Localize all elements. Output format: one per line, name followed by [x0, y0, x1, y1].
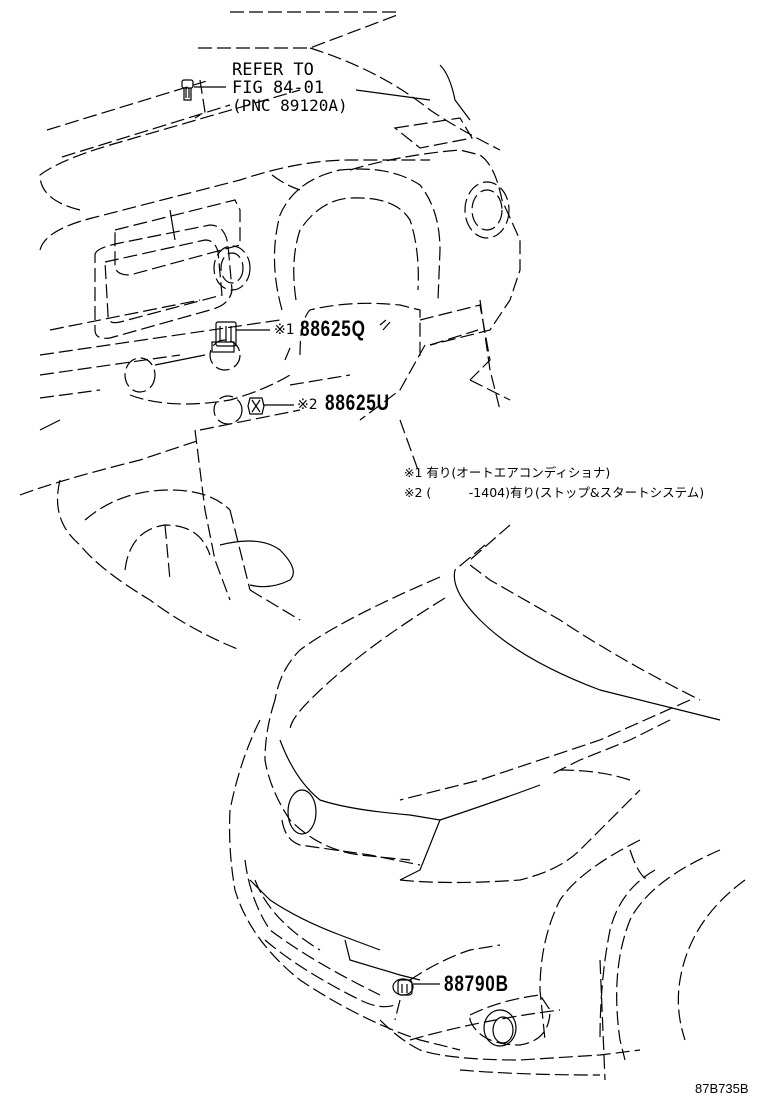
note-mark-1: ※1 [274, 322, 295, 338]
dashboard-illustration [19, 11, 521, 651]
part-88625u-sensor-icon [247, 397, 294, 415]
hatch-mark [379, 319, 391, 331]
note-mark: ※1 [404, 465, 423, 480]
part-number-88625q[interactable]: 88625Q [300, 316, 366, 341]
part-number-88625u[interactable]: 88625U [325, 390, 390, 415]
note-text: ( -1404)有り(ストップ&スタートシステム) [426, 485, 705, 500]
part-number-88790b[interactable]: 88790B [444, 971, 509, 996]
part-88790b-sensor-icon [392, 978, 440, 996]
note-row-2: ※2 ( -1404)有り(ストップ&スタートシステム) [404, 485, 705, 500]
part-88625q-switch-icon [211, 321, 270, 353]
part-89120a-clip-icon [181, 79, 226, 101]
note-mark-2: ※2 [297, 397, 318, 413]
reference-label-line1: REFER TO [232, 60, 314, 80]
note-text: 有り(オートエアコンディショナ) [426, 465, 611, 480]
note-row-1: ※1 有り(オートエアコンディショナ) [404, 465, 611, 480]
vehicle-front-illustration [228, 524, 746, 1081]
illustration-code: 87B735B [695, 1081, 749, 1096]
reference-label-line3: (PNC 89120A) [232, 96, 348, 115]
note-mark: ※2 [404, 485, 423, 500]
reference-label-line2[interactable]: FIG 84-01 [232, 78, 325, 98]
